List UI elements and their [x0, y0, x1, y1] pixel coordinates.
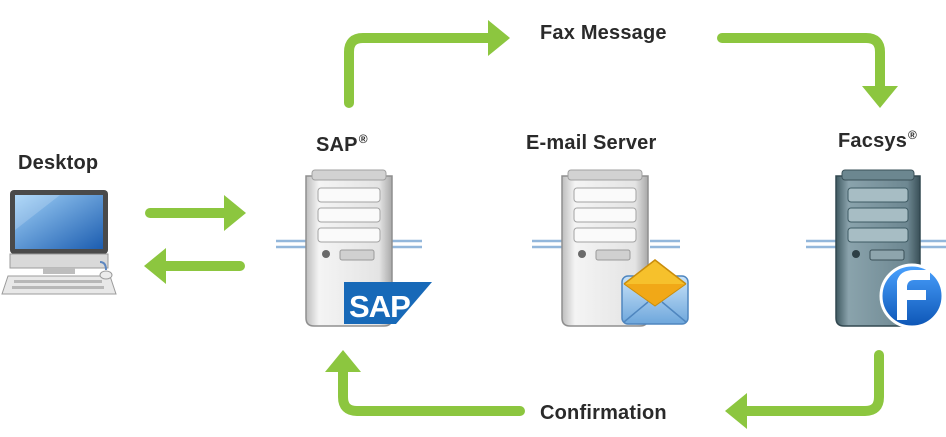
arrow-sap-to-fax	[344, 33, 497, 108]
sap-registered-mark: ®	[358, 132, 368, 146]
email-server-label: E-mail Server	[526, 132, 656, 155]
confirmation-label: Confirmation	[540, 402, 667, 425]
desktop-label: Desktop	[18, 152, 98, 175]
sap-label-text: SAP	[316, 134, 358, 156]
network-lines	[276, 239, 946, 249]
facsys-label: Facsys®	[838, 128, 917, 153]
facsys-label-text: Facsys	[838, 130, 908, 152]
fax-message-label: Fax Message	[540, 22, 667, 45]
fax-message-label-text: Fax Message	[540, 22, 667, 44]
arrow-heads	[144, 20, 898, 429]
facsys-registered-mark: ®	[908, 128, 918, 142]
arrow-confirmation-to-sap	[338, 363, 525, 416]
arrow-fax-to-facsys	[717, 33, 885, 95]
svg-text:SAP: SAP	[349, 289, 410, 324]
confirmation-label-text: Confirmation	[540, 402, 667, 424]
flow-arrows	[145, 33, 885, 416]
arrowhead-confirmation	[725, 393, 747, 429]
arrowhead-desktop-in	[144, 248, 166, 284]
arrowhead-facsys	[862, 86, 898, 108]
sap-logo-icon: SAP	[344, 282, 432, 324]
arrowhead-sap-in	[224, 195, 246, 231]
facsys-logo-icon	[879, 263, 945, 329]
email-server-label-text: E-mail Server	[526, 132, 657, 154]
arrowhead-sap-up	[325, 350, 361, 372]
arrow-facsys-to-confirmation	[738, 350, 884, 416]
envelope-icon	[621, 259, 689, 325]
desktop-computer-icon	[1, 190, 117, 295]
desktop-label-text: Desktop	[18, 152, 99, 174]
sap-label: SAP®	[316, 132, 368, 157]
arrowhead-fax	[488, 20, 510, 56]
